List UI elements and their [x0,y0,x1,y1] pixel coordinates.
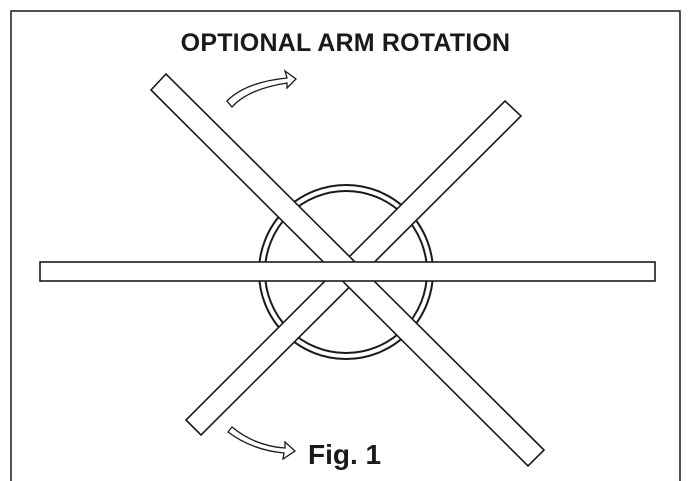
arm-horizontal [39,261,656,282]
diagram-frame [10,10,681,481]
figure-label: Fig. 1 [306,438,384,472]
rotation-arrow-bottom-icon [227,426,297,461]
diagram-title: OPTIONAL ARM ROTATION [180,29,511,57]
rotation-arrow-top-icon [226,69,297,108]
